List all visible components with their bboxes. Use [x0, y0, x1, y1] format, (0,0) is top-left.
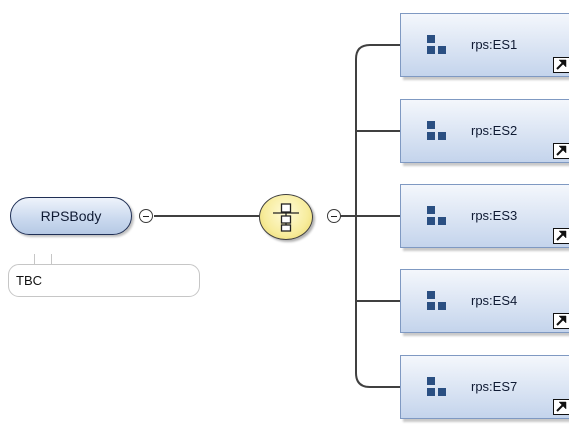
element-label: rps:ES3 [471, 208, 518, 223]
element-icon [427, 291, 447, 311]
reference-arrow-icon[interactable] [553, 399, 569, 415]
reference-arrow-icon[interactable] [553, 57, 569, 73]
root-element-label: RPSBody [40, 208, 102, 224]
reference-arrow-icon[interactable] [553, 143, 569, 159]
annotation-connector [34, 254, 52, 265]
element-icon [427, 35, 447, 55]
child-element-es3[interactable]: rps:ES3 [400, 184, 569, 248]
child-element-es1[interactable]: rps:ES1 [400, 13, 569, 77]
sequence-compositor-icon [272, 202, 299, 232]
annotation-text: TBC [16, 273, 42, 288]
compositor-collapse-button[interactable] [327, 209, 341, 223]
element-label: rps:ES4 [471, 293, 518, 308]
element-icon [427, 206, 447, 226]
element-icon [427, 121, 447, 141]
root-annotation: TBC [8, 264, 200, 297]
child-element-es4[interactable]: rps:ES4 [400, 269, 569, 333]
element-label: rps:ES7 [471, 379, 518, 394]
element-label: rps:ES1 [471, 37, 518, 52]
child-element-es2[interactable]: rps:ES2 [400, 99, 569, 163]
child-element-es7[interactable]: rps:ES7 [400, 355, 569, 419]
root-collapse-button[interactable] [139, 209, 153, 223]
element-icon [427, 377, 447, 397]
reference-arrow-icon[interactable] [553, 228, 569, 244]
sequence-compositor[interactable] [259, 194, 313, 240]
reference-arrow-icon[interactable] [553, 313, 569, 329]
root-element-rpsbody[interactable]: RPSBody [10, 197, 132, 235]
element-label: rps:ES2 [471, 123, 518, 138]
